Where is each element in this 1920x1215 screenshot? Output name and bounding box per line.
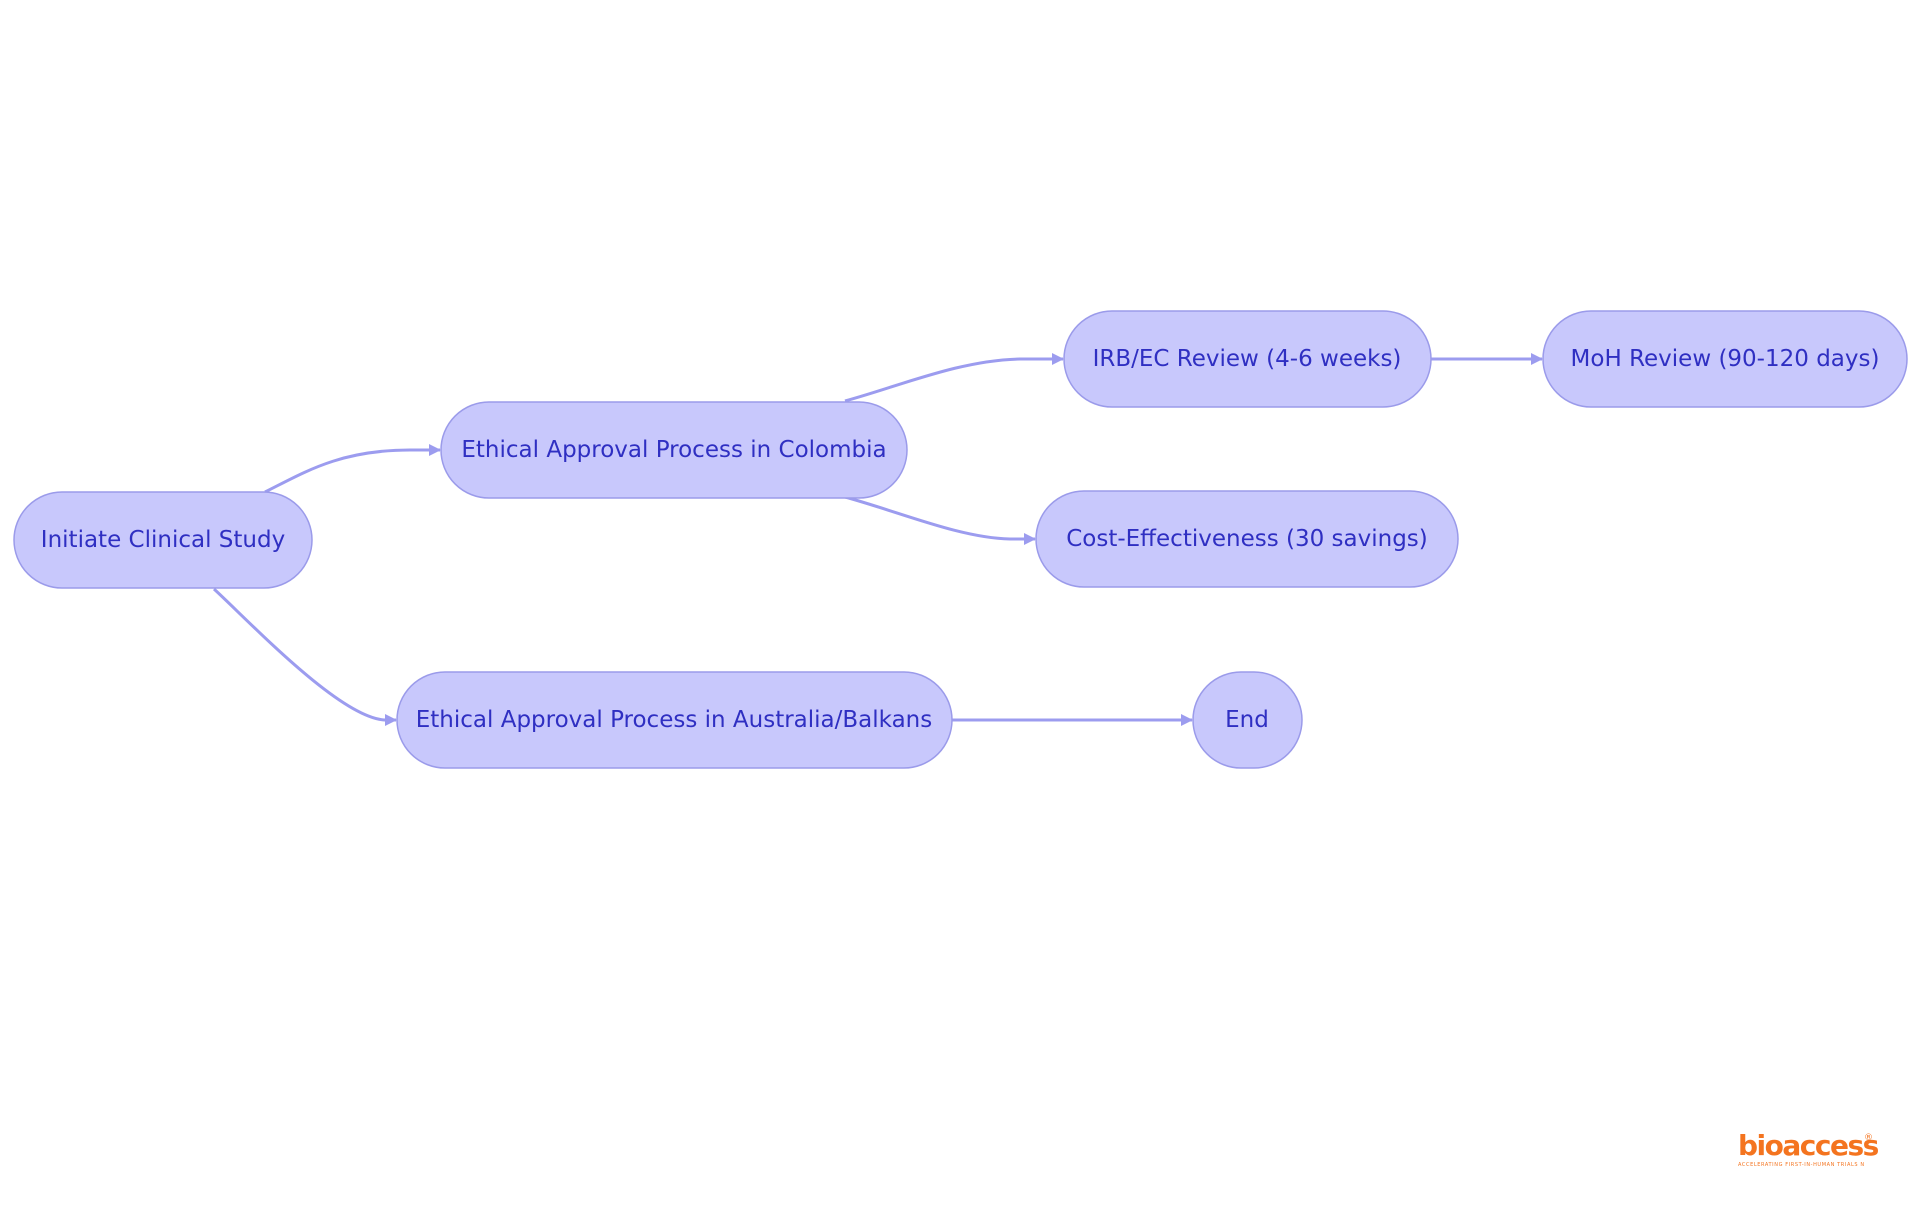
- edge-colombia-to-cost: [844, 495, 1036, 545]
- node-cost-effectiveness[interactable]: Cost-Effectiveness (30 savings): [1035, 490, 1459, 588]
- node-end-label: End: [1225, 707, 1269, 733]
- node-cost-label: Cost-Effectiveness (30 savings): [1066, 526, 1428, 552]
- node-moh-label: MoH Review (90-120 days): [1571, 346, 1880, 372]
- node-initiate-label: Initiate Clinical Study: [41, 527, 285, 553]
- edge-colombia-to-irb: [844, 353, 1064, 403]
- logo-wordmark: bioaccess: [1738, 1129, 1879, 1162]
- node-irb-ec-review[interactable]: IRB/EC Review (4-6 weeks): [1063, 310, 1432, 408]
- node-end[interactable]: End: [1192, 671, 1303, 769]
- edge-initiate-to-colombia: [264, 444, 441, 494]
- logo-tagline: ACCELERATING FIRST-IN-HUMAN TRIALS NETWO…: [1738, 1162, 1864, 1168]
- bioaccess-logo: bioaccess ® ACCELERATING FIRST-IN-HUMAN …: [1738, 1129, 1879, 1169]
- edge-initiate-to-australia: [212, 587, 397, 726]
- logo-registered-mark: ®: [1864, 1133, 1873, 1143]
- node-irb-label: IRB/EC Review (4-6 weeks): [1093, 346, 1402, 372]
- node-moh-review[interactable]: MoH Review (90-120 days): [1542, 310, 1908, 408]
- node-australia-label: Ethical Approval Process in Australia/Ba…: [416, 707, 932, 733]
- node-ethical-approval-australia-balkans[interactable]: Ethical Approval Process in Australia/Ba…: [396, 671, 953, 769]
- node-initiate-clinical-study[interactable]: Initiate Clinical Study: [13, 491, 313, 589]
- node-ethical-approval-colombia[interactable]: Ethical Approval Process in Colombia: [440, 401, 908, 499]
- node-colombia-label: Ethical Approval Process in Colombia: [461, 437, 886, 463]
